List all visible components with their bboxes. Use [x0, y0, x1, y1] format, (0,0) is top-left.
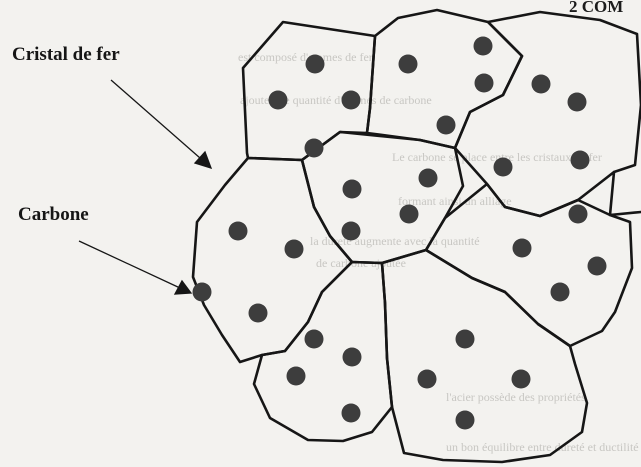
carbon-atom [306, 55, 325, 74]
iron-crystal-arrowhead [195, 152, 211, 168]
carbon-label: Carbone [18, 204, 89, 226]
carbon-atom [419, 169, 438, 188]
carbon-atom [287, 367, 306, 386]
carbon-atom [399, 55, 418, 74]
carbon-atom [193, 283, 212, 302]
carbon-atom [343, 348, 362, 367]
carbon-atom [342, 222, 361, 241]
carbon-atom [400, 205, 419, 224]
carbon-atom [249, 304, 268, 323]
carbon-atom [342, 91, 361, 110]
grain-boundary [243, 22, 375, 160]
carbon-atom [551, 283, 570, 302]
carbon-atom [532, 75, 551, 94]
carbon-atom [474, 37, 493, 56]
carbon-atom [571, 151, 590, 170]
carbon-atom [512, 370, 531, 389]
iron-crystal-label: Cristal de fer [12, 44, 120, 66]
carbon-atom [456, 411, 475, 430]
carbon-atom [513, 239, 532, 258]
carbon-atom [342, 404, 361, 423]
carbon-atom [285, 240, 304, 259]
carbon-atom [568, 93, 587, 112]
grain-boundary [610, 172, 641, 215]
carbon-atom [475, 74, 494, 93]
carbon-atom [588, 257, 607, 276]
carbon-atom [456, 330, 475, 349]
grain-boundary [302, 132, 463, 263]
iron-crystal-arrow [111, 80, 200, 158]
carbon-arrow [79, 241, 180, 288]
carbon-atom [569, 205, 588, 224]
carbon-atom [343, 180, 362, 199]
carbon-atom [229, 222, 248, 241]
carbon-atom [437, 116, 456, 135]
grain-boundary [193, 158, 352, 362]
grain-boundary [254, 262, 392, 441]
carbon-atom [305, 330, 324, 349]
carbon-atom [305, 139, 324, 158]
grain-boundary [382, 250, 587, 462]
carbon-atom [269, 91, 288, 110]
carbon-atom [418, 370, 437, 389]
carbon-atom [494, 158, 513, 177]
